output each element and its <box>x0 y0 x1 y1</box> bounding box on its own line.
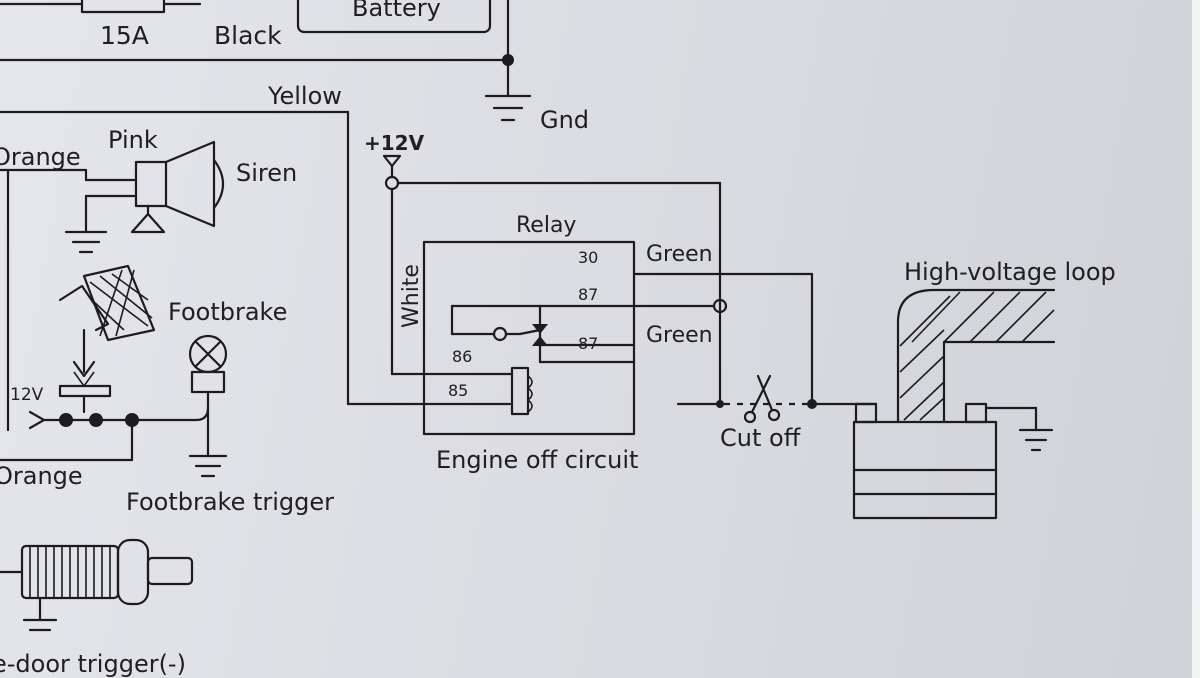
pin-30-label: 30 <box>578 248 598 267</box>
green-bottom-label: Green <box>646 323 713 348</box>
door-switch-icon <box>0 538 194 632</box>
high-voltage-loop-label: High-voltage loop <box>904 258 1116 286</box>
12v-label: 12V <box>10 385 44 405</box>
ground-symbol-top <box>484 94 532 122</box>
pin-85-label: 85 <box>448 381 468 400</box>
brake-lamp-icon <box>188 334 228 458</box>
plus12v-label: +12V <box>364 131 425 155</box>
page-edge <box>1192 0 1200 678</box>
black-wire-label: Black <box>214 21 282 50</box>
orange-bottom-label: Orange <box>0 462 83 490</box>
ground-symbol-footbrake <box>188 454 228 478</box>
battery-box <box>296 0 492 34</box>
diode-lower <box>532 336 548 346</box>
pin-86-label: 86 <box>452 347 472 366</box>
orange-top-label: Orange <box>0 143 81 171</box>
relay-switch-arm <box>518 328 542 336</box>
contact-node <box>492 326 508 342</box>
supply-arrow <box>382 154 402 168</box>
footbrake-label: Footbrake <box>168 298 287 326</box>
terminal-node <box>712 298 728 314</box>
junction-dot <box>502 54 514 66</box>
ignition-coil <box>852 288 1056 520</box>
pin-87a-label: 87 <box>578 285 598 304</box>
engine-off-circuit-label: Engine off circuit <box>436 446 638 474</box>
battery-label: Battery <box>352 0 441 22</box>
relay-coil <box>510 366 533 416</box>
pink-wire-label: Pink <box>108 126 158 154</box>
pin-87b-label: 87 <box>578 334 598 353</box>
siren-horn-icon <box>130 140 225 234</box>
door-trigger-label: e-door trigger(-) <box>0 650 186 678</box>
terminal-node <box>384 175 400 191</box>
relay-label: Relay <box>516 213 576 238</box>
cut-off-label: Cut off <box>720 424 801 452</box>
fuse <box>0 0 202 14</box>
brake-pedal-icon <box>58 264 156 398</box>
footbrake-trigger-label: Footbrake trigger <box>126 488 334 516</box>
fuse-rating-label: 15A <box>100 21 149 50</box>
ground-symbol-coil <box>1018 428 1054 452</box>
ground-symbol-siren <box>64 230 108 254</box>
yellow-wire-label: Yellow <box>267 82 342 110</box>
gnd-label: Gnd <box>540 106 589 134</box>
diode-upper <box>532 324 548 334</box>
siren-label: Siren <box>236 159 297 187</box>
white-wire-label: White <box>399 264 424 328</box>
green-top-label: Green <box>646 242 713 267</box>
scissors-icon <box>743 374 781 424</box>
relay-box <box>422 240 636 436</box>
